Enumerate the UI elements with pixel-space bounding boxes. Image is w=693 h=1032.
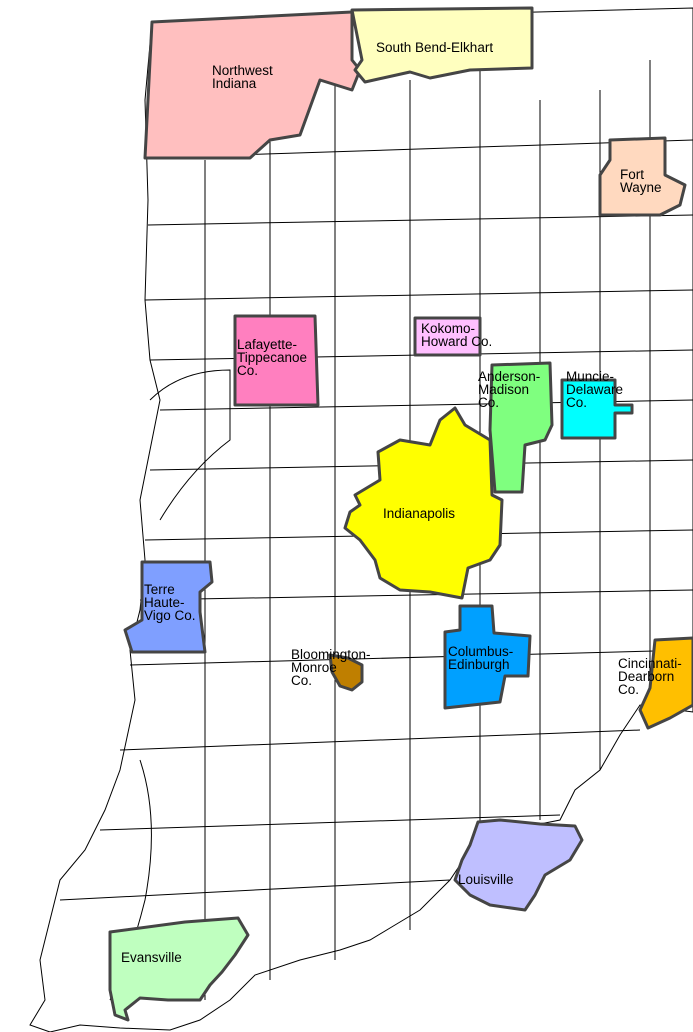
region-indianapolis[interactable] [343, 406, 504, 600]
state-outline [29, 7, 693, 1032]
region-anderson-madison[interactable] [488, 361, 554, 494]
region-bloomington-monroe[interactable] [328, 653, 364, 692]
region-fort-wayne[interactable] [598, 136, 687, 217]
region-terre-haute-vigo[interactable] [123, 560, 214, 654]
region-lafayette-tippecanoe[interactable] [233, 314, 320, 407]
region-muncie-delaware[interactable] [560, 378, 634, 440]
region-kokomo-howard[interactable] [413, 316, 482, 357]
region-northwest-indiana[interactable] [143, 10, 362, 160]
region-south-bend-elkhart[interactable] [350, 6, 534, 84]
region-columbus-edinburgh[interactable] [443, 604, 532, 710]
region-evansville[interactable] [108, 916, 250, 1022]
region-louisville[interactable] [453, 818, 584, 912]
region-cincinnati-dearborn[interactable] [638, 636, 693, 730]
